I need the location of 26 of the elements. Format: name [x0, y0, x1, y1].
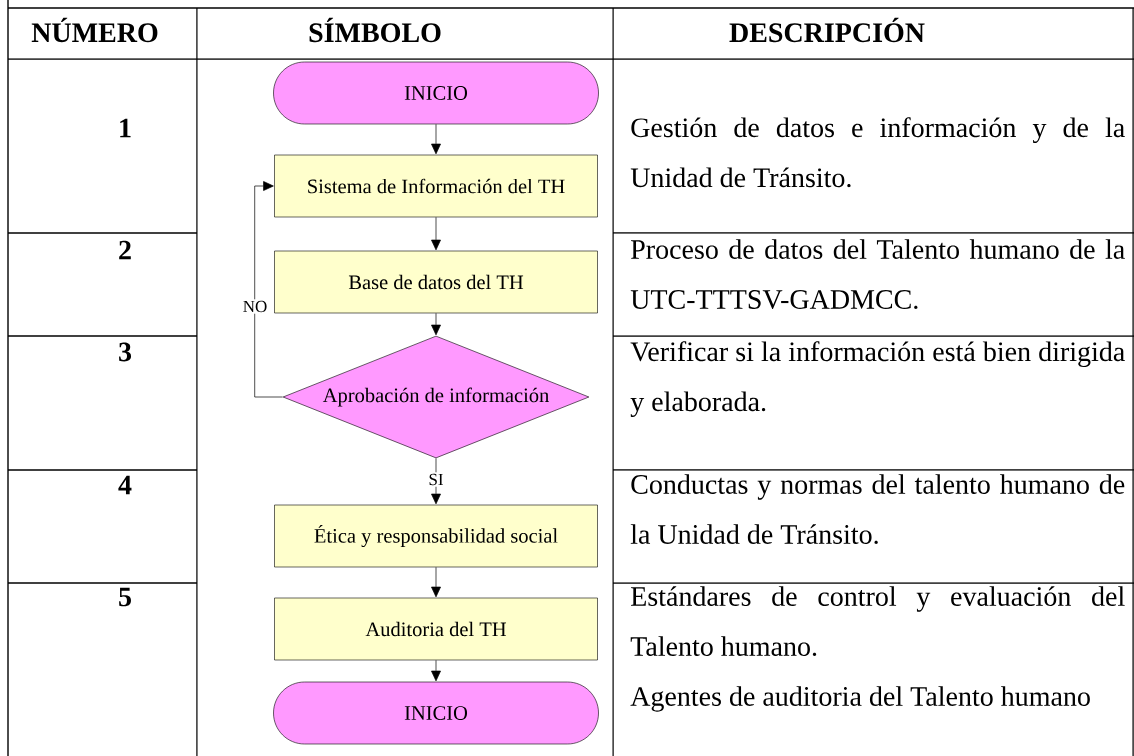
arrow: [431, 457, 441, 505]
description-text: Gestión de datos e información y de la Unidad de Tránsito.: [630, 117, 1125, 188]
edge-label: SI: [426, 472, 446, 487]
column-header: NÚMERO: [31, 17, 158, 43]
description-text: Verificar si la información está bien dirigida y elaborada.: [630, 341, 1125, 417]
row-number: 3: [119, 342, 132, 362]
row-number: 1: [120, 118, 131, 138]
process-box: Sistema de Información del TH: [274, 154, 598, 218]
description-text: Estándares de control y evaluación del Talento humano.: [630, 586, 1125, 657]
arrow: [254, 181, 284, 398]
arrow: [431, 312, 441, 336]
description-text: Agentes de auditoria del Talento humano: [630, 686, 1090, 712]
column-header: DESCRIPCIÓN: [729, 17, 925, 43]
edge-label: NO: [241, 299, 269, 314]
arrow: [431, 123, 441, 155]
arrow: [431, 216, 441, 251]
description-text: Proceso de datos del Talento humano de la UTC-TTTSV-GADMCC.: [630, 239, 1125, 310]
process-box: Ética y responsabilidad social: [274, 504, 598, 568]
process-box: Base de datos del TH: [274, 250, 598, 314]
description-text: Conductas y normas del talento humano de la Unidad de Tránsito.: [630, 474, 1125, 545]
arrow: [431, 659, 441, 682]
row-number: 4: [118, 475, 132, 495]
row-number: 5: [119, 587, 131, 607]
row-number: 2: [119, 240, 131, 260]
arrow: [431, 566, 441, 598]
process-box: Auditoria del TH: [274, 597, 598, 661]
